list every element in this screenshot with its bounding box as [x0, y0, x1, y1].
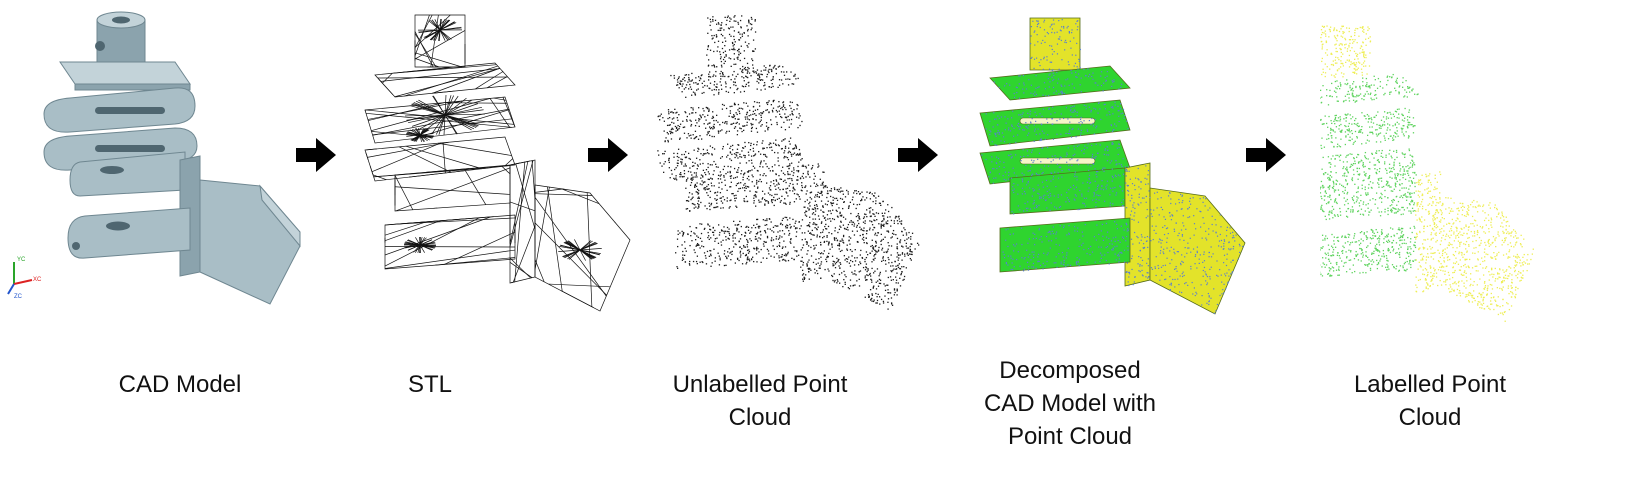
- wireframe-mesh: [364, 14, 631, 312]
- right-arrow-icon: [588, 138, 628, 172]
- labelled-point-cloud-render: [1320, 25, 1534, 322]
- stage-decomposed-cad-model: Decomposed CAD Model with Point Cloud: [960, 0, 1260, 477]
- unlabelled-point-cloud-render: [657, 15, 920, 310]
- stage-cad-model: YC XC ZC CAD Model: [0, 0, 330, 477]
- stage-unlabelled-point-cloud: Unlabelled Point Cloud: [640, 0, 940, 477]
- right-arrow-icon: [296, 138, 336, 172]
- stage-labelled-point-cloud: Labelled Point Cloud: [1320, 0, 1620, 477]
- decomposed-cad-render: [979, 17, 1246, 315]
- stl-wireframe-render: [364, 14, 631, 312]
- axis-label-y: YC: [17, 257, 26, 263]
- point-cloud-points: [657, 15, 920, 310]
- axis-label-x: XC: [33, 277, 42, 283]
- right-arrow-icon: [898, 138, 938, 172]
- caption-labelled-point-cloud: Labelled Point Cloud: [1353, 371, 1507, 431]
- stage-stl: STL: [355, 0, 655, 477]
- axis-label-z: ZC: [14, 294, 23, 300]
- caption-decomposed-cad-model: Decomposed CAD Model with Point Cloud: [983, 357, 1157, 450]
- right-arrow-icon: [1246, 138, 1286, 172]
- caption-unlabelled-point-cloud: Unlabelled Point Cloud: [672, 371, 848, 431]
- cad-part: [43, 11, 301, 305]
- coordinate-axes-icon: YC XC ZC: [7, 257, 42, 300]
- caption-stl: STL: [407, 371, 452, 398]
- labelled-points: [1320, 25, 1534, 322]
- decomposed-parts: [979, 17, 1246, 315]
- cad-model-render: [43, 11, 301, 305]
- caption-cad-model: CAD Model: [118, 371, 242, 398]
